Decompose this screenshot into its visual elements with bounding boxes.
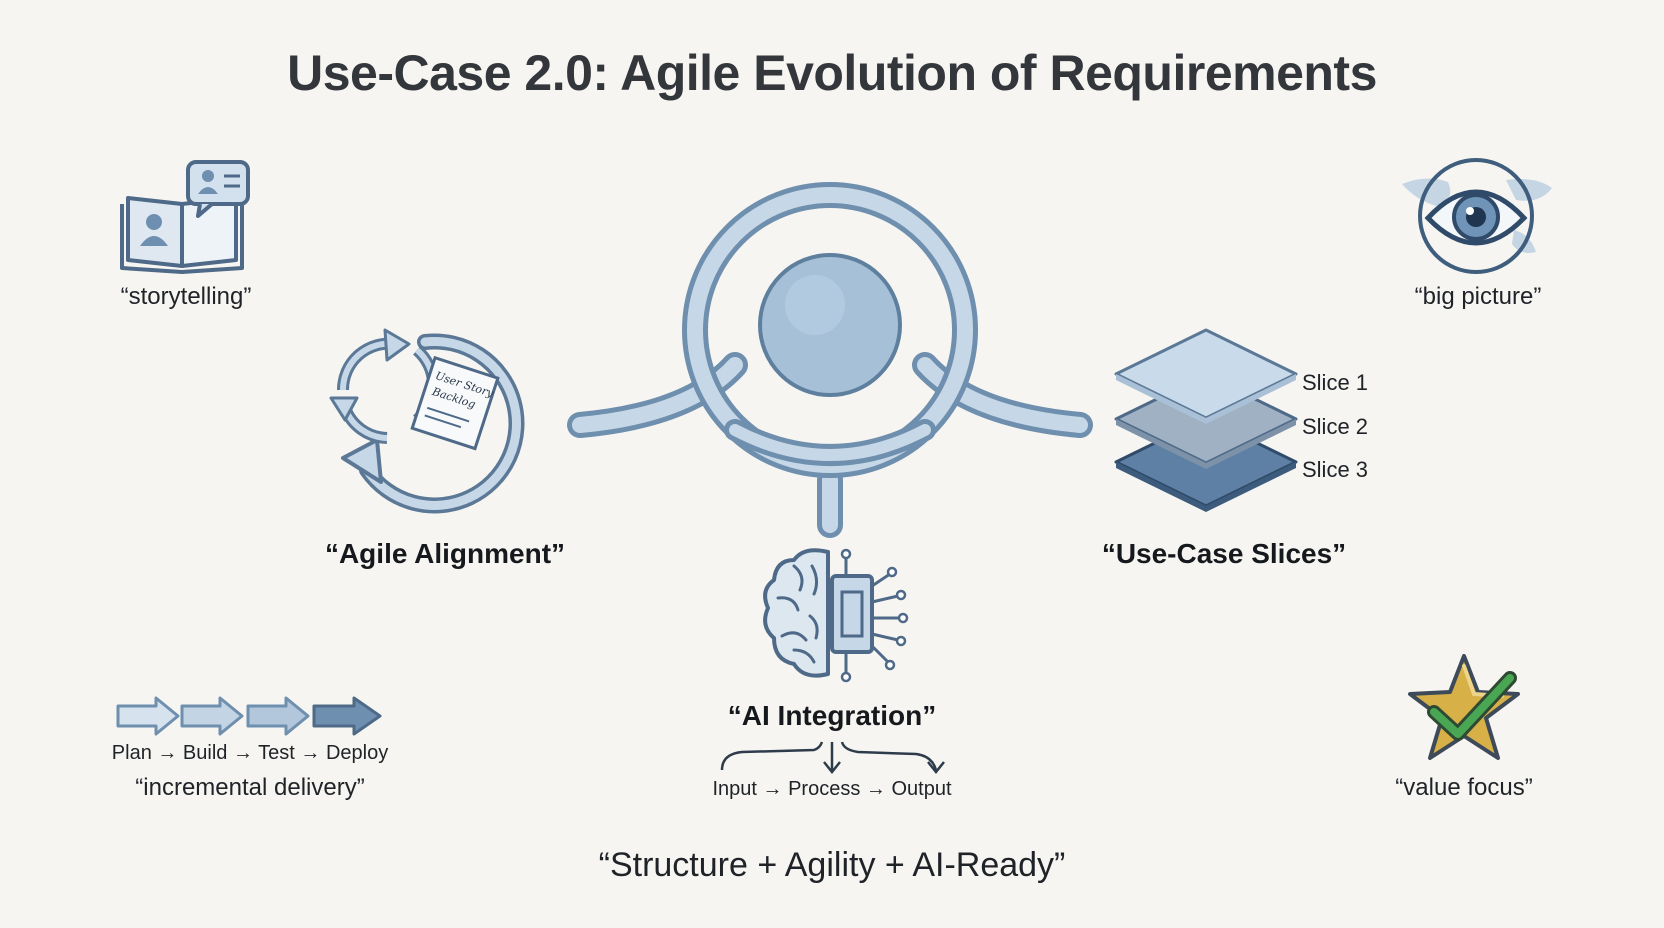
layered-slices-icon	[1114, 328, 1298, 512]
page-title: Use-Case 2.0: Agile Evolution of Require…	[287, 45, 1377, 101]
star-check-icon	[1408, 654, 1520, 760]
central-hub-icon	[567, 182, 1093, 538]
value-focus-label: “value focus”	[1395, 774, 1533, 801]
tagline: “Structure + Agility + AI-Ready”	[598, 846, 1066, 884]
slice-label-2: Slice 2	[1302, 414, 1369, 439]
use-case-slices-label: “Use-Case Slices”	[1101, 538, 1347, 569]
agile-cycle-icon: User Story Backlog	[329, 328, 525, 514]
brain-circuit-icon	[763, 548, 909, 683]
storytelling-label: “storytelling”	[120, 283, 252, 310]
ai-flow-arrows	[720, 741, 945, 775]
slice-label-1: Slice 1	[1302, 370, 1369, 395]
delivery-flow-text: Plan → Build → Test → Deploy	[111, 742, 389, 764]
progress-arrows-icon	[116, 696, 382, 736]
eye-globe-icon	[1402, 158, 1552, 274]
agile-alignment-label: “Agile Alignment”	[324, 538, 566, 569]
book-chat-icon	[120, 160, 250, 274]
incremental-delivery-label: “incremental delivery”	[135, 774, 365, 801]
big-picture-label: “big picture”	[1414, 283, 1542, 310]
ai-integration-label: “AI Integration”	[727, 700, 937, 731]
ai-flow-text: Input → Process → Output	[712, 778, 952, 800]
slice-label-3: Slice 3	[1302, 457, 1369, 482]
